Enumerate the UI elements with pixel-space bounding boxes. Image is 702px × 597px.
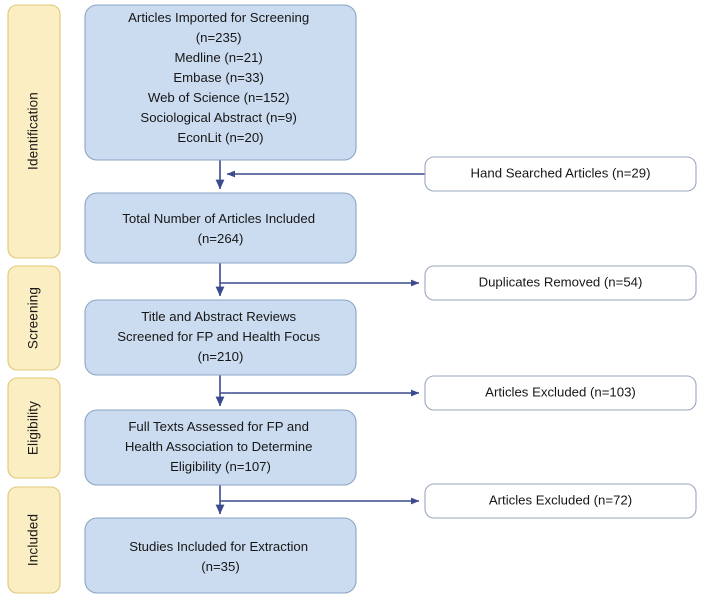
node-duplicates-removed[interactable]: Duplicates Removed (n=54) <box>424 265 697 301</box>
node-articles-excluded-72[interactable]: Articles Excluded (n=72) <box>424 483 697 519</box>
stage-tab-included[interactable]: Included <box>7 486 61 594</box>
flow-connectors <box>215 160 425 515</box>
stage-labels-column: Identification Screening Eligibility Inc… <box>7 4 61 594</box>
stage-tab-identification-shape <box>7 4 61 259</box>
node-title-abstract-screened-label: Title and Abstract Reviews Screened for … <box>117 309 323 364</box>
node-articles-excluded-72-shape <box>424 483 697 519</box>
node-title-abstract-screened-shape <box>84 299 357 376</box>
node-articles-imported[interactable]: Articles Imported for Screening (n=235) … <box>84 4 357 161</box>
node-articles-excluded-103[interactable]: Articles Excluded (n=103) <box>424 375 697 411</box>
node-articles-excluded-103-shape <box>424 375 697 411</box>
node-hand-searched-articles[interactable]: Hand Searched Articles (n=29) <box>424 156 697 192</box>
stage-tab-identification-label: Identification <box>26 92 41 170</box>
stage-tab-eligibility[interactable]: Eligibility <box>7 377 61 479</box>
node-full-texts-assessed[interactable]: Full Texts Assessed for FP and Health As… <box>84 409 357 486</box>
node-total-included-label: Total Number of Articles Included (n=264… <box>122 211 318 246</box>
node-total-included-shape <box>84 192 357 264</box>
node-title-abstract-screened[interactable]: Title and Abstract Reviews Screened for … <box>84 299 357 376</box>
stage-tab-screening-label: Screening <box>26 287 41 349</box>
node-articles-imported-label: Articles Imported for Screening (n=235) … <box>128 10 313 145</box>
stage-tab-included-shape <box>7 486 61 594</box>
node-studies-included-shape <box>84 517 357 594</box>
node-studies-included[interactable]: Studies Included for Extraction (n=35) <box>84 517 357 594</box>
node-studies-included-label: Studies Included for Extraction (n=35) <box>129 539 312 574</box>
node-articles-excluded-72-label: Articles Excluded (n=72) <box>489 492 632 507</box>
node-duplicates-removed-shape <box>424 265 697 301</box>
node-total-included[interactable]: Total Number of Articles Included (n=264… <box>84 192 357 264</box>
node-duplicates-removed-label: Duplicates Removed (n=54) <box>479 274 643 289</box>
node-full-texts-assessed-label: Full Texts Assessed for FP and Health As… <box>125 419 316 474</box>
node-hand-searched-articles-label: Hand Searched Articles (n=29) <box>471 165 651 180</box>
stage-tab-identification[interactable]: Identification <box>7 4 61 259</box>
node-hand-searched-articles-shape <box>424 156 697 192</box>
node-articles-imported-shape <box>84 4 357 161</box>
stage-tab-eligibility-label: Eligibility <box>26 401 41 455</box>
side-nodes: Hand Searched Articles (n=29) Duplicates… <box>424 156 697 519</box>
stage-tab-screening[interactable]: Screening <box>7 265 61 371</box>
node-articles-excluded-103-label: Articles Excluded (n=103) <box>485 384 636 399</box>
stage-tab-screening-shape <box>7 265 61 371</box>
main-flow-nodes: Articles Imported for Screening (n=235) … <box>84 4 357 594</box>
stage-tab-eligibility-shape <box>7 377 61 479</box>
node-full-texts-assessed-shape <box>84 409 357 486</box>
stage-tab-included-label: Included <box>26 514 41 566</box>
